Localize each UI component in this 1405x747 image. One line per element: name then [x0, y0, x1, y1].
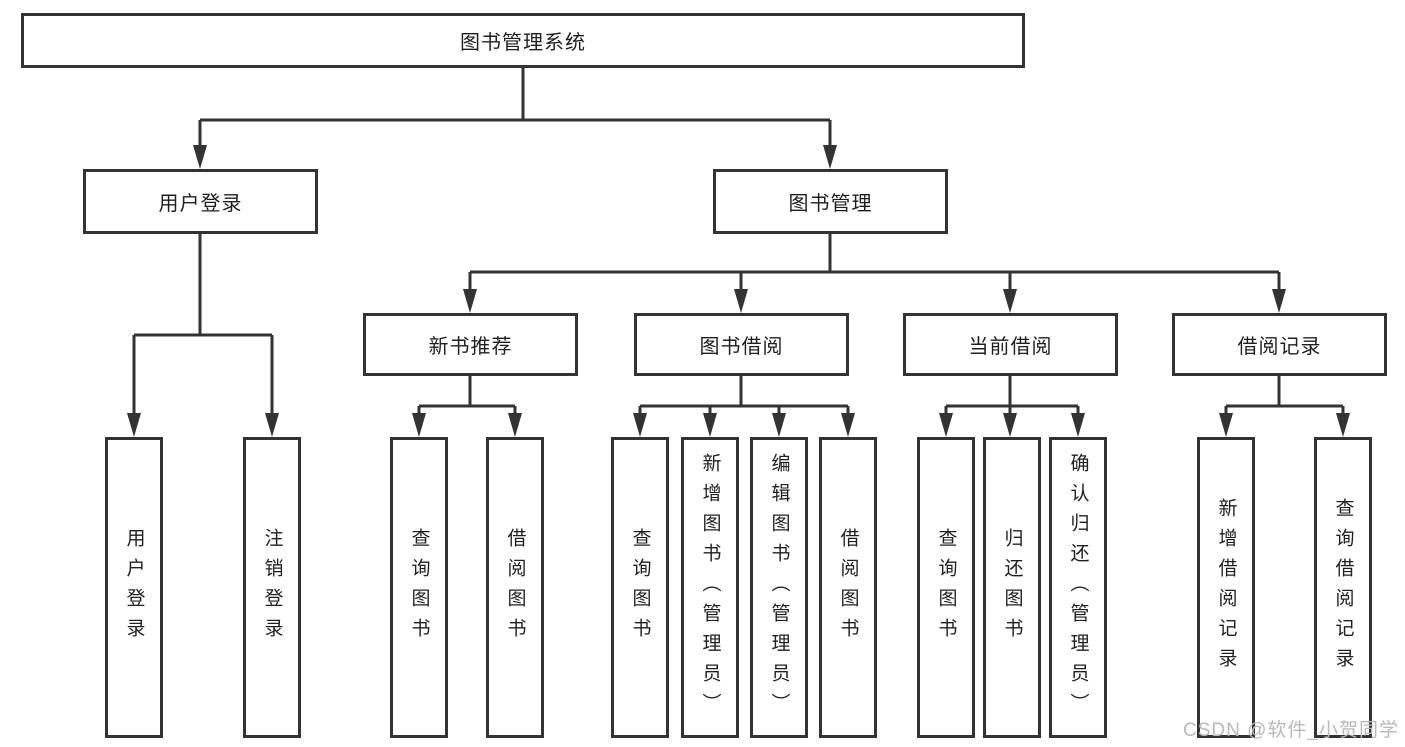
leaf-current-query: 查询图书 [917, 437, 975, 738]
node-book-borrow-label: 图书借阅 [699, 336, 784, 358]
node-book-borrow: 图书借阅 [634, 313, 849, 376]
connector-book-management [463, 234, 1286, 313]
node-current-borrow: 当前借阅 [903, 313, 1118, 376]
csdn-watermark: CSDN @软件_小贺同学 [1183, 720, 1399, 741]
node-user-login-branch: 用户登录 [83, 169, 318, 234]
node-new-book-recommend-label: 新书推荐 [428, 336, 513, 358]
leaf-current-return-label: 归还图书 [1001, 527, 1023, 648]
leaf-records-query: 查询借阅记录 [1314, 437, 1372, 738]
node-book-management-branch: 图书管理 [713, 169, 948, 234]
leaf-borrow-borrow-book-label: 借阅图书 [837, 527, 859, 648]
leaf-borrow-query-label: 查询图书 [629, 527, 651, 648]
leaf-records-add-label: 新增借阅记录 [1215, 497, 1237, 678]
leaf-newbook-borrow-label: 借阅图书 [504, 527, 526, 648]
leaf-borrow-add-book-admin-label: 新增图书（管理员） [699, 452, 721, 723]
connector-new-book-recommend [412, 376, 522, 437]
leaf-borrow-edit-book-admin: 编辑图书（管理员） [750, 437, 808, 738]
leaf-borrow-borrow-book: 借阅图书 [819, 437, 877, 738]
leaf-borrow-add-book-admin: 新增图书（管理员） [681, 437, 739, 738]
connector-book-borrow [633, 376, 855, 437]
node-current-borrow-label: 当前借阅 [968, 336, 1053, 358]
node-book-management-branch-label: 图书管理 [788, 193, 873, 215]
node-root-system: 图书管理系统 [21, 13, 1025, 68]
leaf-user-login: 用户登录 [105, 437, 163, 738]
node-root-system-label: 图书管理系统 [460, 32, 586, 54]
leaf-current-query-label: 查询图书 [935, 527, 957, 648]
leaf-newbook-query-label: 查询图书 [408, 527, 430, 648]
leaf-newbook-query: 查询图书 [390, 437, 448, 738]
leaf-user-login-label: 用户登录 [123, 527, 145, 648]
leaf-records-query-label: 查询借阅记录 [1332, 497, 1354, 678]
leaf-borrow-edit-book-admin-label: 编辑图书（管理员） [768, 452, 790, 723]
leaf-current-return: 归还图书 [983, 437, 1041, 738]
leaf-logout: 注销登录 [243, 437, 301, 738]
leaf-newbook-borrow: 借阅图书 [486, 437, 544, 738]
leaf-borrow-query: 查询图书 [611, 437, 669, 738]
node-borrow-records-label: 借阅记录 [1237, 336, 1322, 358]
connector-user-login [127, 234, 279, 437]
leaf-current-confirm-return-admin-label: 确认归还（管理员） [1067, 452, 1089, 723]
node-user-login-branch-label: 用户登录 [158, 193, 243, 215]
connector-current-borrow [939, 376, 1085, 437]
leaf-logout-label: 注销登录 [261, 527, 283, 648]
node-new-book-recommend: 新书推荐 [363, 313, 578, 376]
leaf-current-confirm-return-admin: 确认归还（管理员） [1049, 437, 1107, 738]
leaf-records-add: 新增借阅记录 [1197, 437, 1255, 738]
connector-root [193, 68, 837, 169]
node-borrow-records: 借阅记录 [1172, 313, 1387, 376]
connector-borrow-records [1219, 376, 1350, 437]
